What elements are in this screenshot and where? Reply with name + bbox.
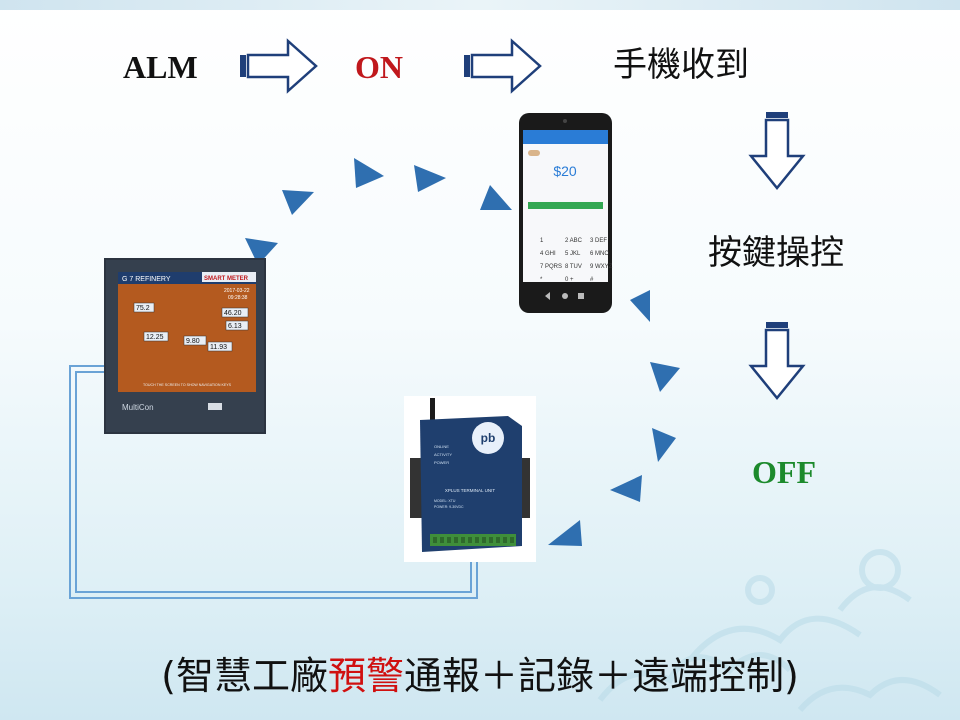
terminal-screw (461, 537, 465, 543)
svg-text:MultiCon: MultiCon (122, 403, 154, 412)
signal-triangle-icon (354, 158, 384, 188)
terminal-screw (510, 537, 514, 543)
signal-triangle-icon (610, 475, 642, 502)
cloud-pattern-decoration (597, 549, 942, 712)
terminal-screw (496, 537, 500, 543)
keypad-key: 6 MNO (590, 251, 609, 257)
keypad-key: 7 PQRS (540, 264, 562, 270)
down-arrow-icon (748, 112, 806, 190)
right-arrow-icon (240, 38, 318, 94)
hmi-reading: 12.25 (146, 334, 164, 341)
payment-amount: $20 (553, 163, 577, 179)
footer-highlight: 預警 (327, 654, 404, 698)
off-label: OFF (752, 454, 816, 490)
hmi-panel-image: G 7 REFINERY SMART METER 75.2 46.20 6.13 12… (104, 258, 266, 434)
hmi-date: 2017-03-22 (224, 288, 250, 294)
hmi-reading: 11.93 (210, 344, 227, 351)
svg-text:SMART METER: SMART METER (204, 276, 249, 282)
terminal-screw (447, 537, 451, 543)
alm-label: ALM (123, 49, 198, 85)
rtu-led-label: ACTIVITY (434, 452, 452, 457)
key-operation-label: 按鍵操控 (708, 233, 844, 273)
keypad-key: 0 + (565, 277, 574, 283)
right-arrow-icon (464, 38, 542, 94)
keypad-key: # (590, 277, 594, 283)
footer-rest: 通報＋記錄＋遠端控制) (404, 654, 799, 698)
signal-triangle-icon (652, 428, 676, 462)
rtu-led-label: ONLINE (434, 444, 449, 449)
signal-triangle-icon (245, 238, 278, 265)
hmi-time: 09:28:38 (228, 295, 248, 301)
down-arrow-icon (748, 322, 806, 400)
signal-triangle-icon (650, 362, 680, 392)
terminal-screw (489, 537, 493, 543)
hmi-reading: 46.20 (224, 310, 242, 317)
svg-text:TOUCH THE SCREEN TO SHOW NAVIG: TOUCH THE SCREEN TO SHOW NAVIGATION KEYS (143, 383, 232, 387)
footer-open: (智慧工廠 (161, 654, 328, 698)
terminal-screw (468, 537, 472, 543)
keypad-key: 3 DEF (590, 238, 607, 244)
phone-received-label: 手機收到 (613, 45, 749, 85)
hmi-reading: 9.80 (186, 338, 200, 345)
top-band (0, 0, 960, 10)
svg-text:pb: pb (481, 431, 496, 445)
keypad-key: 4 GHI (540, 251, 556, 257)
terminal-screw (433, 537, 437, 543)
terminal-screw (503, 537, 507, 543)
keypad-key: 2 ABC (565, 238, 583, 244)
terminal-screw (475, 537, 479, 543)
keypad-key: * (540, 277, 543, 283)
rtu-terminal-image: pb ONLINE ACTIVITY POWER XPLUS TERMINAL UN… (404, 396, 536, 562)
svg-text:XPLUS TERMINAL UNIT: XPLUS TERMINAL UNIT (445, 488, 496, 493)
hmi-reading: 75.2 (136, 305, 150, 312)
svg-text:G 7 REFINERY: G 7 REFINERY (122, 276, 171, 283)
on-label: ON (355, 49, 403, 85)
keypad-key: 9 WXYZ (590, 264, 613, 270)
hmi-reading: 6.13 (228, 323, 242, 330)
svg-text:POWER: 9-30VDC: POWER: 9-30VDC (434, 505, 464, 509)
signal-triangle-icon (548, 520, 582, 546)
terminal-screw (454, 537, 458, 543)
terminal-screw (440, 537, 444, 543)
svg-text:MODEL: XTU: MODEL: XTU (434, 499, 456, 503)
signal-triangle-icon (414, 165, 446, 192)
keypad-key: 1 (540, 238, 544, 244)
keypad-key: 8 TUV (565, 264, 582, 270)
terminal-screw (482, 537, 486, 543)
signal-triangle-icon (480, 185, 512, 210)
rtu-led-label: POWER (434, 460, 449, 465)
keypad-key: 5 JKL (565, 251, 581, 257)
signal-triangle-icon (630, 290, 650, 322)
footer-caption: (智慧工廠預警通報＋記錄＋遠端控制) (0, 645, 960, 700)
signal-triangle-icon (282, 190, 314, 215)
